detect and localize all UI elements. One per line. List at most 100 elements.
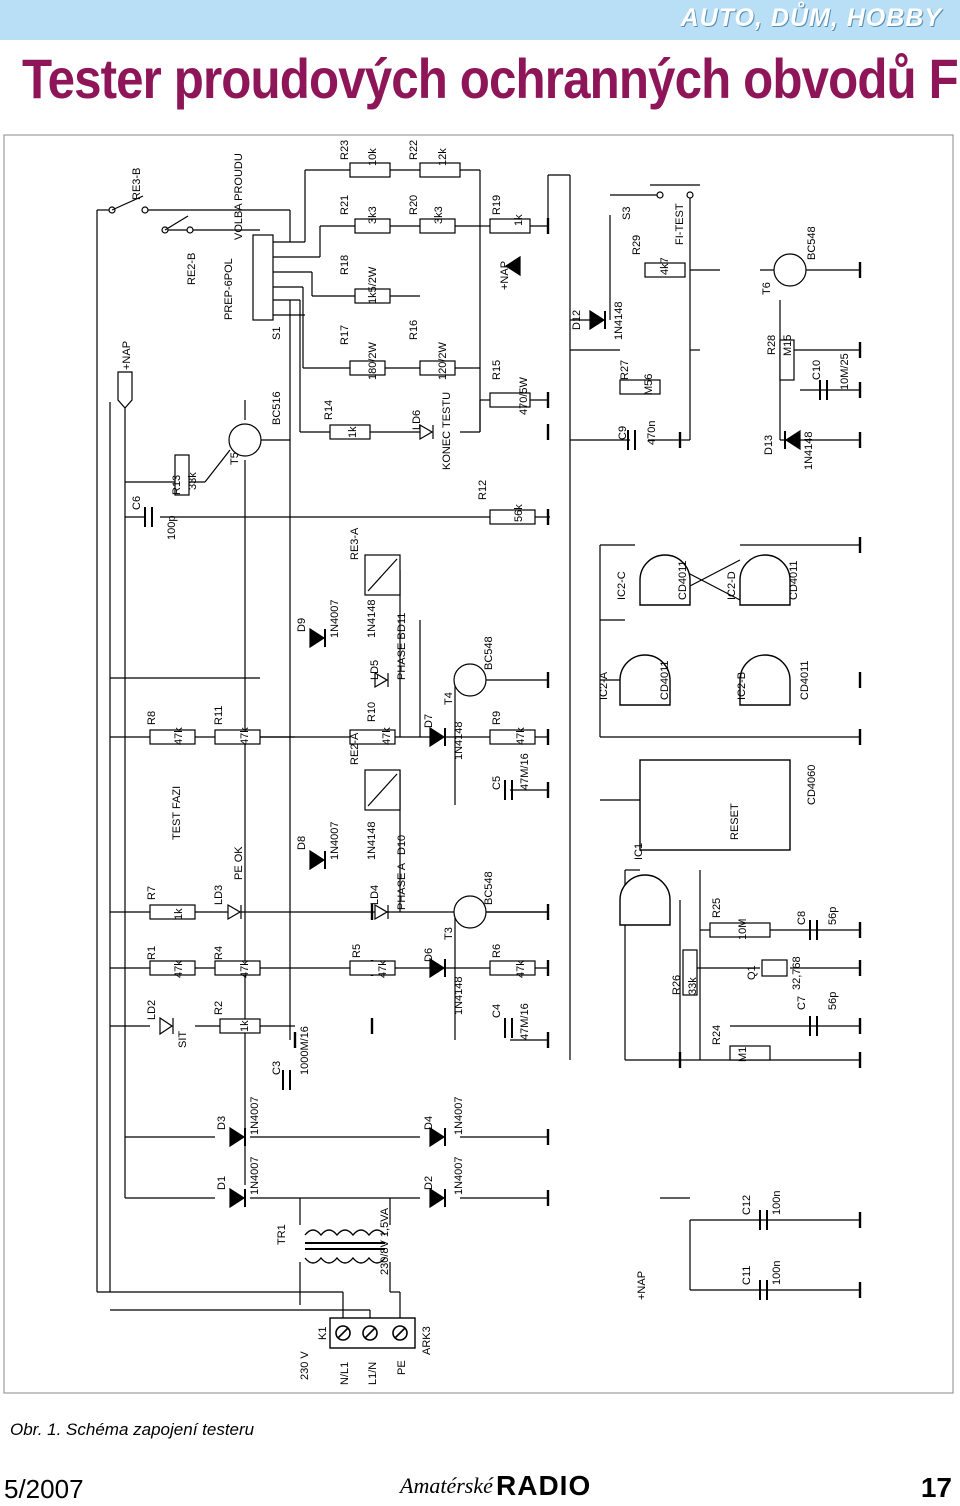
label-ic2d-type: CD4011 [788,560,800,600]
label-term-l1n: L1/N [367,1362,379,1385]
nand-gates [619,554,791,926]
label-d1-type: 1N4007 [249,1156,261,1195]
label-d3-type: 1N4007 [249,1096,261,1135]
label-d10: D10 [396,835,408,855]
label-r6: R6 [491,944,503,958]
label-ic2a: IC2-A [598,671,610,700]
label-re2b: RE2-B [186,253,198,285]
label-c8: C8 [796,911,808,925]
label-re3b: RE3-B [131,168,143,200]
label-r23: R23 [339,140,351,160]
label-r8-val: 47k [173,727,185,745]
label-r2: R2 [213,1001,225,1015]
section-name: AUTO, DŮM, HOBBY [680,4,942,32]
label-d7: D7 [423,714,435,728]
label-d12: D12 [571,310,583,330]
label-r18: R18 [339,255,351,275]
label-r10-val: 47k [381,727,393,745]
label-c9: C9 [617,426,629,440]
transistor-symbols [228,253,807,929]
label-r14-val: 1k [347,426,359,438]
label-d9: D9 [296,618,308,632]
label-t3: T3 [443,927,455,940]
label-r17: R17 [339,325,351,345]
label-r20: R20 [408,195,420,215]
label-r9-val: 47k [515,727,527,745]
ic1-body [639,759,791,851]
label-r5: R5 [351,944,363,958]
label-t3-type: BC548 [483,871,495,905]
label-ic2a-type: CD4011 [659,660,671,700]
nap-terminal [117,371,133,409]
transformer-coils [304,1229,386,1264]
label-r21-val: 3k3 [367,206,379,224]
label-test-fazi: TEST FAZI [171,786,183,840]
label-d2-type: 1N4007 [453,1156,465,1195]
component-labels: RE3-B RE2-B +NAP PREP-6POL VOLBA PROUDU … [121,140,851,1385]
label-r14: R14 [323,400,335,420]
label-term-pe: PE [396,1360,408,1375]
relay-coils [364,554,401,811]
label-c7-val: 56p [827,992,839,1010]
label-d4-type: 1N4007 [453,1096,465,1135]
label-c3-val: 1000M/16 [299,1026,311,1075]
label-ld3-txt: PE OK [233,846,245,880]
label-r5-val: 47k [377,960,389,978]
label-r29-val: 4k7 [659,257,671,275]
label-r25: R25 [711,898,723,918]
label-r11-val: 47k [239,727,251,745]
label-t6: T6 [761,282,773,295]
label-r19-val: 1k [513,214,525,226]
label-r1-val: 47k [173,960,185,978]
label-t5: T5 [229,452,241,465]
label-ld2-txt: SIT [177,1031,189,1048]
label-d6-type: 1N4148 [453,976,465,1015]
led-symbols [159,423,434,1036]
label-ld4: LD4 [369,885,381,905]
label-t4: T4 [443,692,455,705]
schematic-frame [3,134,954,1394]
figure-caption: Obr. 1. Schéma zapojení testeru [10,1420,255,1439]
label-tr1: TR1 [276,1224,288,1245]
label-r21: R21 [339,195,351,215]
label-ic1-reset: RESET [729,803,741,840]
label-r19: R19 [491,195,503,215]
label-r12: R12 [477,480,489,500]
label-c10-val: 10M/25 [839,353,851,390]
label-r7: R7 [146,886,158,900]
label-c5: C5 [491,776,503,790]
label-r26-val: 33k [687,977,699,995]
label-r1: R1 [146,946,158,960]
label-nap-r19: +NAP [499,261,511,290]
label-d4: D4 [423,1116,435,1130]
label-r9: R9 [491,711,503,725]
label-d9-type: 1N4007 [329,599,341,638]
label-d10-type: 1N4148 [366,821,378,860]
label-t6-type: BC548 [806,226,818,260]
label-ic1-type: CD4060 [806,765,818,805]
label-r22: R22 [408,140,420,160]
label-r29: R29 [631,235,643,255]
label-s1-func: VOLBA PROUDU [233,153,245,240]
label-d1: D1 [216,1176,228,1190]
label-d13: D13 [763,435,775,455]
label-c7: C7 [796,996,808,1010]
label-re3a: RE3-A [349,527,361,560]
label-c8-val: 56p [827,907,839,925]
label-ld4-txt: PHASE A [396,862,408,910]
label-ic2d: IC2-D [726,571,738,600]
label-r15-val: 470/5W [518,376,530,415]
label-c11-val: 100n [771,1261,783,1285]
label-r6-val: 47k [515,960,527,978]
label-k1: K1 [317,1327,329,1340]
ground-markers [293,216,862,1300]
label-r12-val: 56k [513,504,525,522]
label-d6: D6 [423,948,435,962]
label-r22-val: 12k [437,148,449,166]
label-nap-bottom: +NAP [636,1271,648,1300]
label-ld6-txt: KONEC TESTU [441,392,453,470]
label-d7-type: 1N4148 [453,721,465,760]
label-ld3: LD3 [213,885,225,905]
capacitor-plates [144,380,828,1300]
